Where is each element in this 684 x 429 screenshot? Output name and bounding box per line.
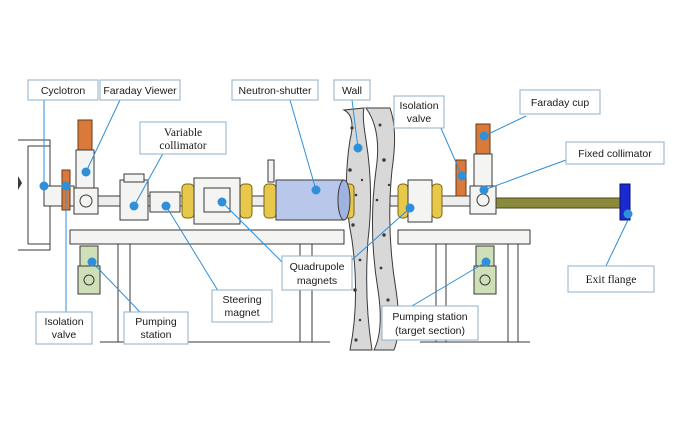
label-steering-magnet: Steering magnet [211,289,273,323]
dot-icon [161,201,171,211]
pumping-station-left [77,245,101,295]
exit-flange-body [619,183,631,221]
support-table-right [397,229,531,343]
faraday-viewer-assembly [73,119,99,215]
svg-text:Quadrupole: Quadrupole [290,261,345,273]
quadrupole-magnet-1 [181,177,253,225]
neutron-shutter-body [267,159,351,221]
svg-text:Exit flange: Exit flange [586,274,637,286]
beam-extension [489,197,621,209]
svg-text:(target section): (target section) [395,325,465,337]
dot-icon [81,167,91,177]
dot-icon [61,181,71,191]
label-cyclotron: Cyclotron [27,79,99,101]
svg-text:Variable: Variable [164,127,202,139]
svg-text:station: station [141,329,172,341]
svg-text:Wall: Wall [342,85,362,97]
dot-icon [623,209,633,219]
shield-wall [342,107,400,351]
svg-text:Pumping station: Pumping station [392,311,467,323]
svg-text:Neutron-shutter: Neutron-shutter [239,85,312,97]
svg-text:Steering: Steering [222,294,261,306]
dot-icon [311,185,321,195]
svg-text:valve: valve [407,113,432,125]
label-fixed-collimator: Fixed collimator [565,141,665,165]
dot-icon [405,203,415,213]
quadrupole-magnet-3 [397,179,443,223]
svg-text:Fixed collimator: Fixed collimator [578,148,652,160]
svg-text:collimator: collimator [159,140,206,152]
svg-text:valve: valve [52,329,77,341]
dot-icon [479,185,489,195]
svg-text:Faraday Viewer: Faraday Viewer [103,85,177,97]
label-isolation-valve-right: Isolation valve [393,95,445,129]
leader-lines [43,99,629,316]
svg-text:Faraday cup: Faraday cup [531,97,590,109]
label-wall: Wall [333,79,371,101]
pumping-station-right [473,245,497,295]
dot-icon [217,197,227,207]
label-quadrupole-magnets: Quadrupole magnets [281,255,353,291]
dot-icon [353,143,363,153]
dot-icon [39,181,49,191]
variable-collimator-body [119,173,149,221]
label-exit-flange: Exit flange [567,265,655,293]
label-faraday-viewer: Faraday Viewer [99,79,181,101]
equipment-drawing [18,107,631,351]
svg-text:magnet: magnet [224,307,259,319]
label-pumping-station-target: Pumping station (target section) [381,305,479,341]
dot-icon [129,201,139,211]
label-pointers [39,131,633,267]
label-neutron-shutter: Neutron-shutter [231,79,319,101]
label-pumping-station: Pumping station [123,311,189,345]
svg-text:Isolation: Isolation [44,316,83,328]
label-faraday-cup: Faraday cup [519,89,601,115]
dot-icon [457,171,467,181]
svg-text:magnets: magnets [297,275,337,287]
label-variable-collimator: Variable collimator [139,121,227,155]
dot-icon [481,257,491,267]
svg-text:Pumping: Pumping [135,316,177,328]
label-isolation-valve-left: Isolation valve [35,311,93,345]
svg-text:Isolation: Isolation [399,100,438,112]
dot-icon [479,131,489,141]
dot-icon [87,257,97,267]
svg-text:Cyclotron: Cyclotron [41,85,86,97]
